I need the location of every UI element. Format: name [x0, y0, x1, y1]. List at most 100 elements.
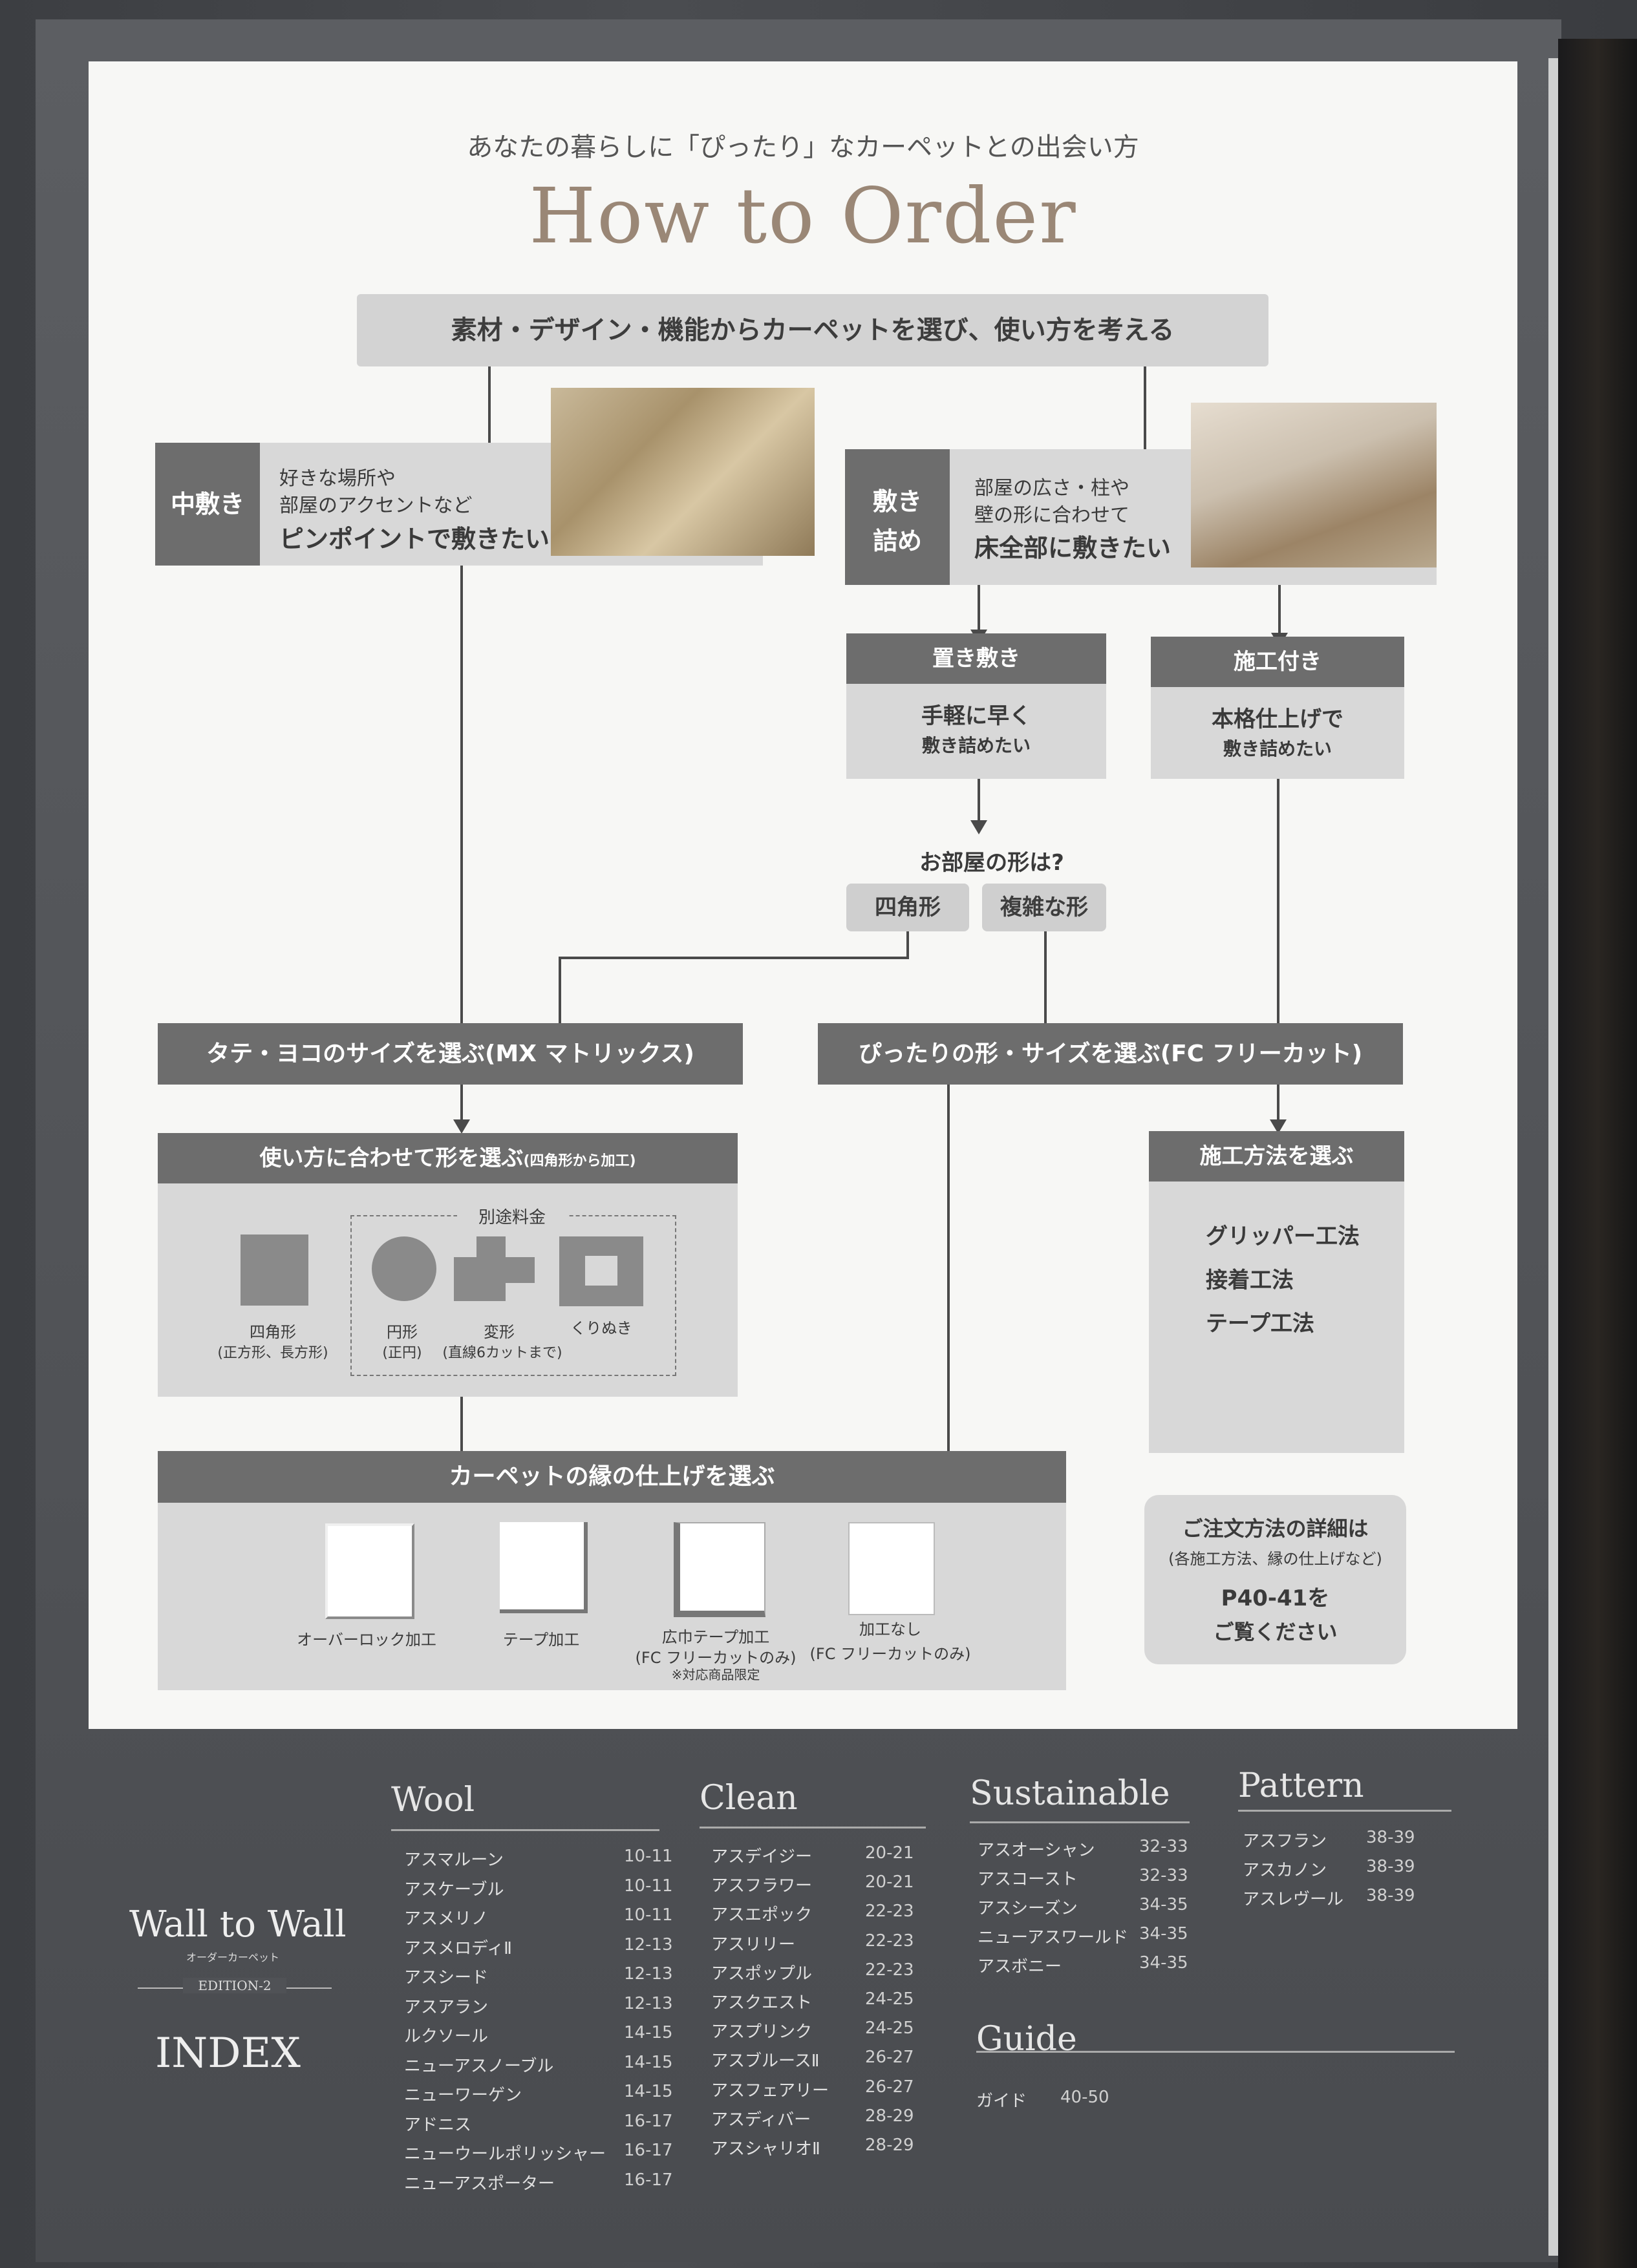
index-entry-name: アスディバー — [711, 2110, 811, 2130]
index-entry-name: アスクエスト — [711, 1993, 813, 2013]
irregular-shape-icon-part — [476, 1236, 506, 1301]
index-entry-name: アスシャリオⅡ — [711, 2139, 820, 2159]
index-entry-page: 34-35 — [1139, 1924, 1188, 1944]
index-entry-page: 16-17 — [624, 2141, 673, 2160]
index-entry-page: 16-17 — [624, 2170, 673, 2190]
edge-wide-tape-label: 広巾テープ加工 — [661, 1628, 770, 1646]
arrow — [453, 566, 470, 1065]
index-entry-name: ニューウールポリッシャー — [404, 2145, 606, 2164]
index-rule — [976, 2051, 1455, 2053]
edge-none-note: (FC フリーカットのみ) — [809, 1645, 971, 1663]
detail-note-line3: P40-41を — [1221, 1585, 1330, 1611]
index-entry-name: ニューアスワールド — [978, 1928, 1128, 1947]
index-entry-name: アスフェアリー — [711, 2081, 829, 2101]
index-entry-page: 32-33 — [1139, 1866, 1188, 1885]
catalog-binding — [1558, 39, 1637, 2268]
index-entry-page: 14-15 — [624, 2082, 673, 2101]
index-entry-page: 12-13 — [624, 1934, 673, 1955]
index-entry-name: アスシーズン — [978, 1899, 1078, 1918]
wall-to-wall-label-line1: 敷き — [872, 487, 922, 516]
index-entry-name: アスデイジー — [711, 1847, 813, 1867]
wall-to-wall-photo — [1191, 403, 1437, 567]
circle-shape-icon — [372, 1236, 436, 1301]
arrow — [453, 1085, 470, 1134]
installed-title: 施工付き — [1151, 637, 1404, 687]
shape-select-title: 使い方に合わせて形を選ぶ(四角形から加工) — [158, 1133, 738, 1183]
installed-panel — [1151, 687, 1404, 779]
irregular-label: 変形 — [484, 1323, 515, 1341]
index-entry-name: アスメリノ — [404, 1909, 489, 1929]
index-entry-name: アスプリンク — [711, 2022, 813, 2042]
page-title: How to Order — [529, 171, 1077, 260]
install-method-adhesive: 接着工法 — [1206, 1267, 1294, 1293]
edge-overlock-label: オーバーロック加工 — [297, 1631, 436, 1649]
index-entry-page: 16-17 — [624, 2111, 673, 2131]
brand-logo: Wall to Wall — [129, 1903, 347, 1945]
index-pattern-heading: Pattern — [1238, 1766, 1364, 1805]
square-label: 四角形 — [250, 1323, 296, 1341]
install-method-panel — [1149, 1182, 1404, 1453]
index-entry-page: 28-29 — [865, 2106, 914, 2126]
connector — [559, 957, 909, 959]
loose-lay-title: 置き敷き — [846, 633, 1106, 684]
extra-fee-label: 別途料金 — [457, 1204, 567, 1228]
arrow — [1271, 585, 1288, 647]
index-entry-name: ニューワーゲン — [404, 2086, 522, 2105]
edge-tape-label: テープ加工 — [502, 1631, 580, 1649]
index-entry-page: 34-35 — [1139, 1953, 1188, 1973]
install-method-gripper: グリッパー工法 — [1206, 1224, 1360, 1249]
index-entry-name: アスアラン — [404, 1997, 489, 2017]
no-finish-swatch-icon — [848, 1522, 935, 1615]
irregular-note: (直線6カットまで) — [442, 1345, 562, 1361]
fc-freecut-step: ぴったりの形・サイズを選ぶ(FC フリーカット) — [818, 1023, 1403, 1085]
room-shape-square: 四角形 — [846, 884, 969, 931]
index-entry-page: 22-23 — [865, 1902, 914, 1922]
cutout-label: くりぬき — [570, 1319, 632, 1337]
index-rule — [970, 1821, 1190, 1823]
index-entry-name: アスフラン — [1243, 1832, 1327, 1851]
index-entry-page: 24-25 — [865, 1989, 914, 2009]
wall-to-wall-desc2: 壁の形に合わせて — [974, 504, 1129, 527]
arrow — [940, 1085, 957, 1499]
index-entry-name: アスシード — [404, 1968, 489, 1987]
connector — [906, 931, 909, 959]
how-to-order-sheet: あなたの暮らしに「ぴったり」なカーペットとの出会い方 How to Order … — [89, 61, 1517, 1729]
index-entry-page: 20-21 — [865, 1872, 914, 1892]
index-entry-page: 24-25 — [865, 2019, 914, 2039]
index-entry-page: 40-50 — [1060, 2088, 1109, 2107]
index-rule — [700, 1827, 926, 1828]
edition-label: EDITION-2 — [183, 1978, 286, 1993]
wall-to-wall-desc1: 部屋の広さ・柱や — [974, 477, 1129, 500]
index-entry-page: 10-11 — [624, 1847, 673, 1866]
index-guide-heading: Guide — [976, 2020, 1077, 2059]
shape-select-title-note: (四角形から加工) — [523, 1153, 636, 1169]
arrow — [1270, 779, 1287, 1071]
index-sustainable-heading: Sustainable — [970, 1774, 1170, 1813]
installed-desc2: 敷き詰めたい — [1223, 738, 1332, 759]
index-entry-name: アスリリー — [711, 1934, 796, 1955]
index-entry-page: 22-23 — [865, 1931, 914, 1951]
index-entry-name: アスマルーン — [404, 1850, 504, 1870]
index-entry-page: 14-15 — [624, 2052, 673, 2072]
arrow — [970, 585, 987, 644]
index-entry-page: 28-29 — [865, 2136, 914, 2155]
index-entry-name: アスエポック — [711, 1905, 813, 1925]
mx-matrix-step: タテ・ヨコのサイズを選ぶ(MX マトリックス) — [158, 1023, 743, 1085]
shape-select-title-text: 使い方に合わせて形を選ぶ — [259, 1145, 524, 1171]
index-entry-page: 32-33 — [1139, 1837, 1188, 1856]
index-entry-page: 10-11 — [624, 1905, 673, 1925]
index-entry-name: アスフラワー — [711, 1876, 813, 1896]
area-rug-desc3: ピンポイントで敷きたい — [279, 525, 550, 553]
index-rule — [1238, 1810, 1451, 1812]
index-entry-name: アスオーシャン — [978, 1841, 1095, 1860]
index-wool-heading: Wool — [391, 1781, 475, 1819]
detail-note-panel — [1144, 1495, 1406, 1664]
index-entry-page: 20-21 — [865, 1843, 914, 1863]
index-entry-page: 26-27 — [865, 2077, 914, 2097]
detail-note-line4: ご覧ください — [1213, 1620, 1338, 1644]
index-rule — [391, 1829, 659, 1831]
index-entry-page: 38-39 — [1366, 1828, 1415, 1847]
area-rug-desc2: 部屋のアクセントなど — [279, 494, 473, 517]
index-entry-name: ルクソール — [404, 2027, 489, 2046]
overlock-swatch-icon — [325, 1523, 414, 1619]
